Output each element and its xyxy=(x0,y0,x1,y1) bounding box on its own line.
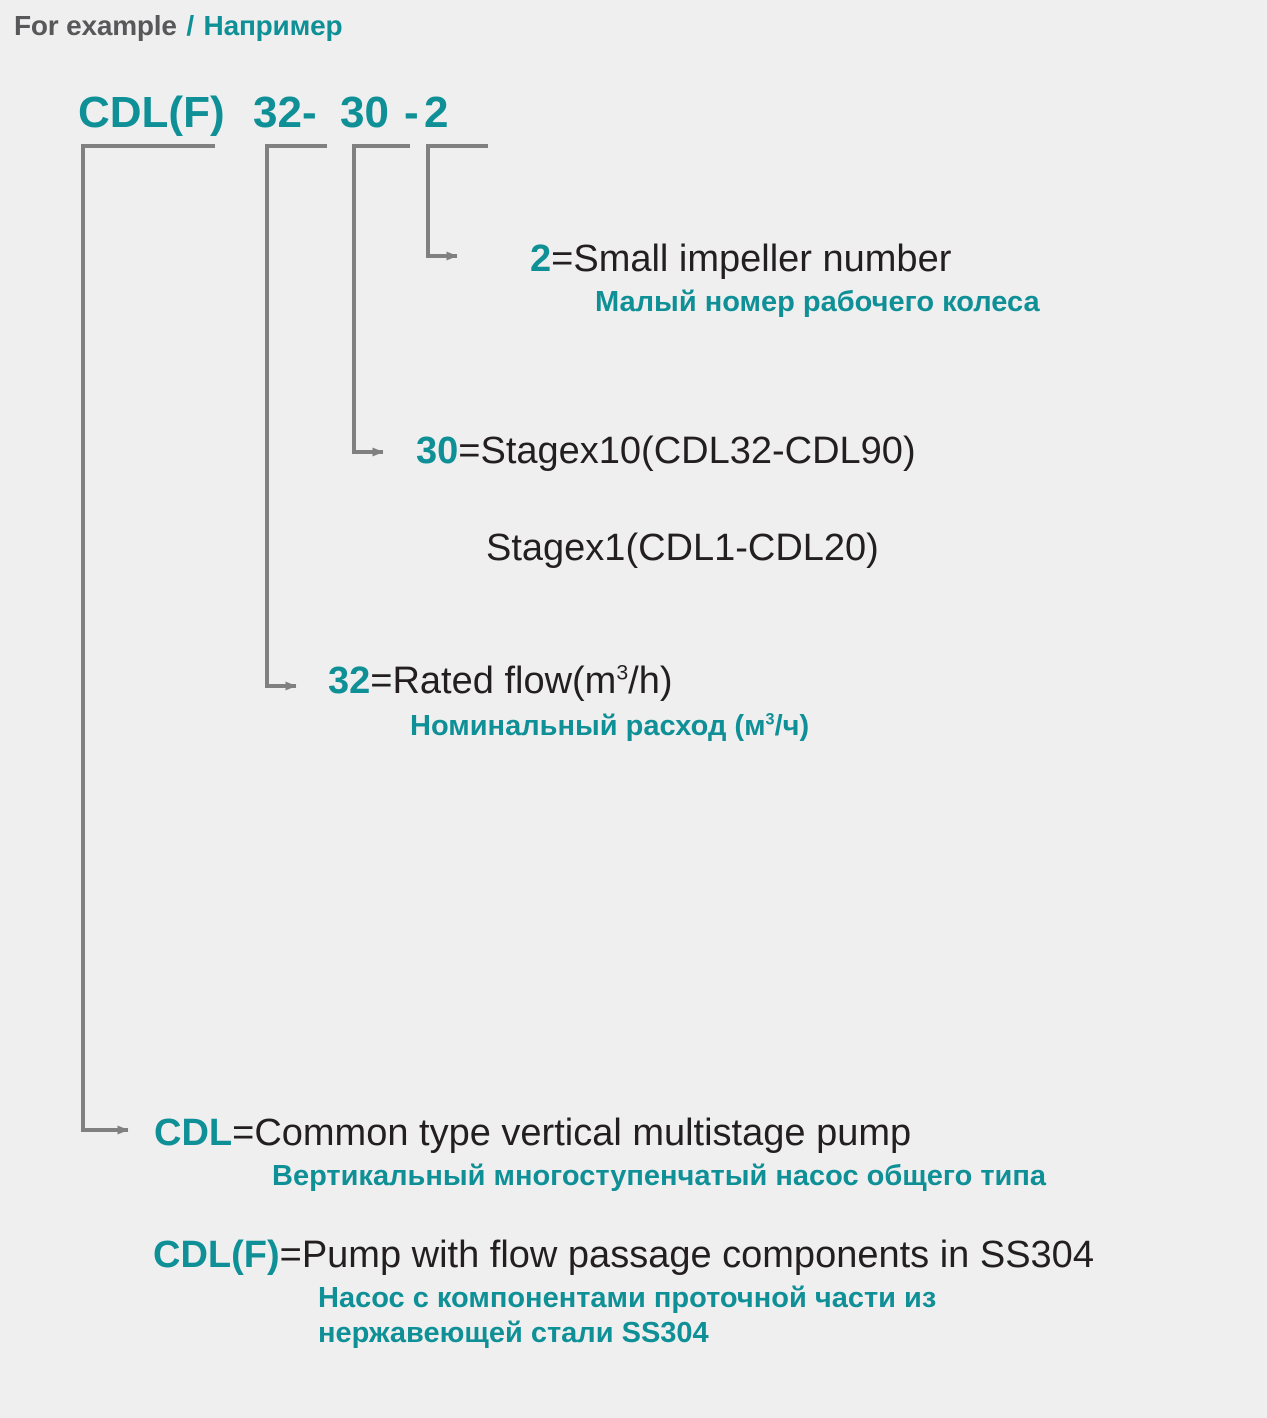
connector-impeller xyxy=(426,144,488,261)
callout-flow-key: 32 xyxy=(328,660,371,702)
callout-cdlf-key: CDL(F) xyxy=(153,1234,280,1276)
callout-impeller-key: 2 xyxy=(530,238,552,280)
callout-flow-text-after: /h) xyxy=(628,660,673,702)
callout-impeller-equals: = xyxy=(551,238,574,280)
callout-stage-alternate: Stagex1(CDL1-CDL20) xyxy=(486,527,879,570)
connector-rated-flow xyxy=(265,144,327,691)
callout-stage-key: 30 xyxy=(416,430,459,472)
connector-stage xyxy=(352,144,410,457)
model-code-stage: 30 xyxy=(340,88,389,137)
callout-flow-english: 32=Rated flow(m3/h) xyxy=(328,660,809,703)
page-title-separator: / xyxy=(186,10,194,41)
callout-cdl-text: Common type vertical multistage pump xyxy=(254,1112,912,1154)
callout-flow-russian: Номинальный расход (м3/ч) xyxy=(410,709,809,744)
callout-cdlf-russian-line2: нержавеющей стали SS304 xyxy=(318,1316,709,1349)
callout-cdlf-text: Pump with flow passage components in SS3… xyxy=(301,1234,1094,1276)
model-code-series: CDL(F) xyxy=(78,88,225,137)
callout-cdl: CDL=Common type vertical multistage pump… xyxy=(154,1112,1046,1194)
callout-stage-alt-text: Stagex1(CDL1-CDL20) xyxy=(486,527,879,569)
model-code-separator: - xyxy=(404,88,419,137)
callout-stage-equals: = xyxy=(458,430,481,472)
callout-flow-russian-after: /ч) xyxy=(774,709,810,742)
model-code-rated-flow: 32- xyxy=(253,88,317,137)
page-title-english: For example xyxy=(14,10,177,41)
callout-flow-russian-superscript: 3 xyxy=(765,709,775,728)
callout-cdl-key: CDL xyxy=(154,1112,233,1154)
callout-impeller-number: 2=Small impeller number Малый номер рабо… xyxy=(530,238,1040,320)
callout-cdlf-equals: = xyxy=(279,1234,302,1276)
callout-flow-russian-before: Номинальный расход (м xyxy=(410,709,766,742)
callout-flow-equals: = xyxy=(370,660,393,702)
callout-cdlf-russian-line1: Насос с компонентами проточной части из xyxy=(318,1281,937,1314)
callout-impeller-text: Small impeller number xyxy=(573,238,952,280)
callout-flow-superscript: 3 xyxy=(616,660,629,685)
page-title: For example / Например xyxy=(14,10,343,42)
callout-cdlf: CDL(F)=Pump with flow passage components… xyxy=(153,1234,1094,1351)
callout-cdlf-english: CDL(F)=Pump with flow passage components… xyxy=(153,1234,1094,1277)
callout-stage-text: Stagex10(CDL32-CDL90) xyxy=(480,430,916,472)
callout-flow-text-before: Rated flow(m xyxy=(392,660,617,702)
callout-cdlf-russian: Насос с компонентами проточной части из … xyxy=(318,1281,1094,1352)
model-code-impeller: 2 xyxy=(424,88,449,137)
callout-impeller-english: 2=Small impeller number xyxy=(530,238,1040,281)
model-code: CDL(F) 32- 30 - 2 xyxy=(0,88,1267,144)
callout-rated-flow: 32=Rated flow(m3/h) Номинальный расход (… xyxy=(328,660,809,744)
callout-cdl-equals: = xyxy=(232,1112,255,1154)
connector-cdl xyxy=(81,144,215,1135)
callout-stage: 30=Stagex10(CDL32-CDL90) xyxy=(416,430,916,473)
callout-cdl-english: CDL=Common type vertical multistage pump xyxy=(154,1112,1046,1155)
callout-impeller-russian: Малый номер рабочего колеса xyxy=(595,285,1040,318)
page-title-russian: Например xyxy=(203,10,343,41)
callout-cdl-russian: Вертикальный многоступенчатый насос обще… xyxy=(272,1159,1047,1192)
callout-stage-english: 30=Stagex10(CDL32-CDL90) xyxy=(416,430,916,473)
